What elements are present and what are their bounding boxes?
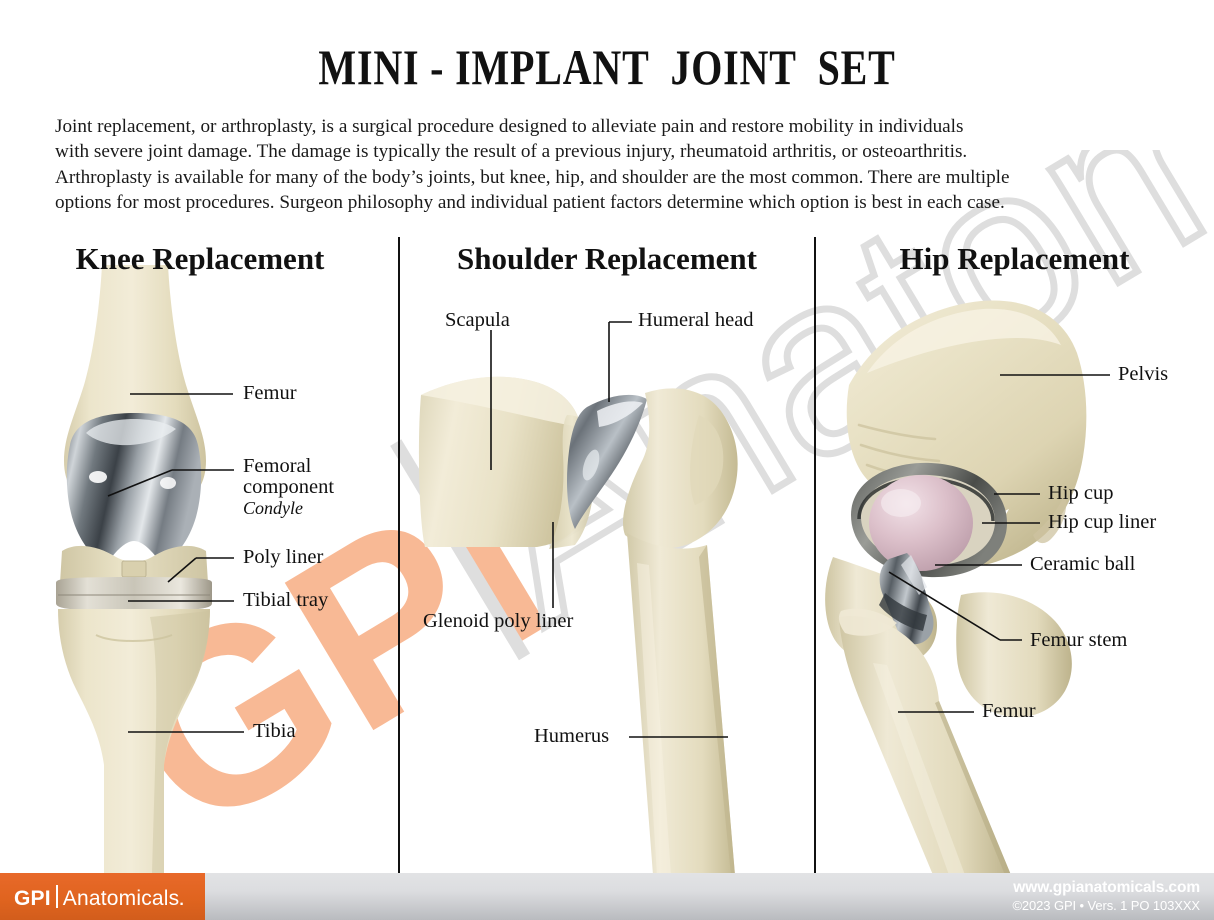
hip-femur-shaft-shadow (935, 701, 1011, 875)
section-heading-knee: Knee Replacement (75, 241, 325, 276)
section-heading-shoulder: Shoulder Replacement (457, 241, 757, 276)
section-heading-hip: Hip Replacement (899, 241, 1130, 276)
knee-label-tibial-tray: Tibial tray (243, 589, 329, 611)
shoulder-greater-tubercle (690, 415, 724, 505)
intro-line-2: with severe joint damage. The damage is … (55, 141, 968, 163)
page-title: MINI - IMPLANT JOINT SET (318, 39, 896, 95)
hip-label-femur-stem: Femur stem (1030, 629, 1128, 651)
knee-metal-specular-2 (160, 477, 176, 489)
knee-label-condyle: Condyle (243, 498, 303, 518)
hip-label-hip-cup-liner: Hip cup liner (1048, 511, 1157, 533)
hip-label-ceramic-ball: Ceramic ball (1030, 553, 1136, 575)
shoulder-humerus-shadow (699, 545, 735, 875)
shoulder-label-scapula: Scapula (445, 309, 510, 331)
shoulder-metal-highlight (597, 401, 643, 427)
knee-metal-specular-1 (89, 471, 107, 483)
knee-label-femoral-line2: component (243, 476, 335, 498)
footer-copyright: ©2023 GPI • Vers. 1 PO 103XXX (1012, 898, 1200, 913)
knee-poly-notch (121, 560, 147, 578)
shoulder-metal-specular (582, 449, 600, 481)
gpi-logo-word: Anatomicals (62, 887, 180, 910)
hip-greater-trochanter (838, 608, 897, 636)
shoulder-scapula-edge (421, 376, 581, 427)
gpi-logo-text: GPI Anatomicals . (14, 882, 184, 911)
hip-label-femur: Femur (982, 700, 1036, 722)
hip-ceramic-ball-shape (869, 475, 973, 571)
hip-label-hip-cup: Hip cup (1048, 482, 1114, 504)
gpi-logo-period: . (179, 892, 185, 909)
knee-tibia-shadow (150, 611, 210, 875)
intro-paragraph: Joint replacement, or arthroplasty, is a… (55, 114, 1165, 215)
knee-femoral-highlight (86, 419, 176, 446)
shoulder-label-humerus: Humerus (534, 725, 610, 747)
column-divider-right (814, 237, 816, 890)
hip-femur-shaft-highlight (873, 663, 965, 875)
shoulder-label-humeral-head: Humeral head (638, 309, 754, 331)
hip-femur-shape (839, 615, 1011, 875)
knee-replacement-figure (0, 265, 399, 875)
knee-label-femoral-line1: Femoral (243, 455, 312, 477)
gpi-logo-brand: GPI (14, 887, 51, 910)
hip-label-pelvis: Pelvis (1118, 363, 1169, 385)
hip-pubis-shape (956, 592, 1072, 718)
gpi-logo[interactable]: GPI Anatomicals . (0, 873, 205, 920)
hip-ceramic-ball-specular (881, 489, 921, 517)
intro-line-1: Joint replacement, or arthroplasty, is a… (55, 116, 964, 137)
shoulder-replacement-figure (399, 265, 815, 875)
intro-line-4: options for most procedures. Surgeon phi… (55, 191, 1005, 213)
hip-replacement-figure (815, 265, 1214, 875)
shoulder-humerus-highlight (637, 563, 671, 875)
hip-pelvis-notch (1033, 493, 1067, 544)
knee-tibia-shape (58, 609, 210, 875)
knee-label-femoral-component: Femoral component Condyle (243, 456, 334, 519)
gpi-logo-divider-icon (55, 885, 58, 908)
column-divider-left (398, 237, 400, 890)
shoulder-humeral-head-component-shape (567, 394, 647, 529)
knee-label-femur: Femur (243, 382, 297, 404)
footer-contact: www.gpianatomicals.com ©2023 GPI • Vers.… (1012, 879, 1200, 913)
shoulder-label-glenoid-poly-liner: Glenoid poly liner (423, 610, 574, 632)
knee-tibia-texture (95, 634, 173, 642)
footer-website-url[interactable]: www.gpianatomicals.com (1013, 879, 1200, 896)
knee-tibial-tray-shape (56, 577, 212, 611)
footer-bar: GPI Anatomicals . www.gpianatomicals.com… (0, 873, 1214, 920)
knee-label-poly-liner: Poly liner (243, 546, 324, 568)
knee-label-tibia: Tibia (253, 720, 296, 742)
hip-iliac-crest-highlight (867, 308, 1061, 373)
intro-line-3: Arthroplasty is available for many of th… (55, 166, 1010, 188)
